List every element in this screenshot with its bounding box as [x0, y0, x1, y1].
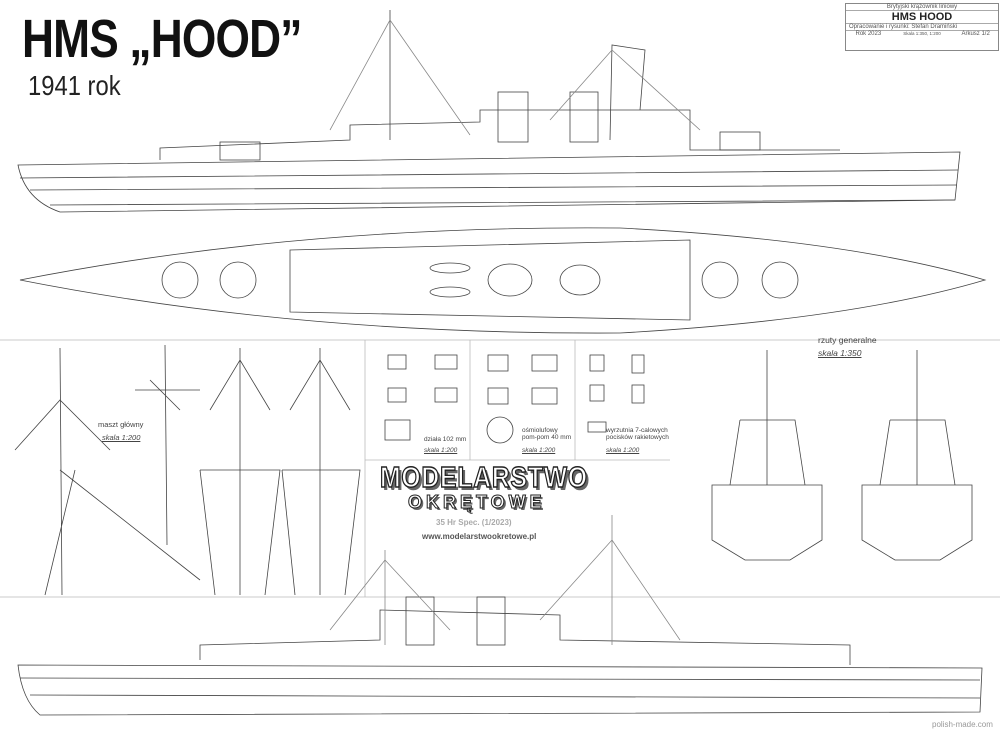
title-block-subtitle: Brytyjski krążownik liniowy	[846, 4, 998, 11]
mast-views	[14, 344, 361, 596]
title-block-scale: Skala 1:350, 1:200	[903, 31, 941, 36]
watermark: polish-made.com	[932, 720, 993, 729]
mast-scale: skala 1:200	[102, 433, 141, 442]
gun-scale-pompom: skala 1:200	[522, 447, 556, 454]
title-block-author: Opracowanie i rysunki: Stefan Dramiński	[846, 24, 998, 31]
gun-label-pompom: ośmiolufowy pom-pom 40 mm	[522, 427, 572, 441]
plan-view	[19, 227, 987, 334]
title-block-year: Rok 2023	[855, 31, 882, 37]
side-view-top	[17, 10, 961, 213]
year-subtitle: 1941 rok	[28, 70, 121, 101]
general-label: rzuty generalne	[818, 335, 877, 345]
logo-line2: OKRĘTOWE	[408, 492, 546, 513]
gun-scale-rocket: skala 1:200	[606, 447, 640, 454]
gun-label-rocket: wyrzutnia 7-calowych pocisków rakietowyc…	[606, 427, 669, 441]
title-block-ship: HMS HOOD	[846, 11, 998, 24]
side-view-bottom	[17, 515, 983, 716]
gun-details	[384, 354, 645, 444]
mast-label: maszt główny	[98, 420, 144, 429]
title-block: Brytyjski krążownik liniowy HMS HOOD Opr…	[845, 3, 999, 51]
title-block-sheet: Arkusz 1/2	[961, 31, 990, 37]
logo-issue: 35 Hr Spec. (1/2023)	[436, 518, 512, 527]
gun-label-102: działa 102 mm	[424, 436, 467, 443]
gun-scale-102: skala 1:200	[424, 447, 458, 454]
page-title: HMS „HOOD”	[22, 9, 302, 69]
general-scale: skala 1:350	[818, 348, 862, 358]
logo-url: www.modelarstwookretowe.pl	[422, 532, 537, 541]
logo-line1: MODELARSTWO	[379, 461, 588, 494]
front-views	[711, 350, 973, 561]
